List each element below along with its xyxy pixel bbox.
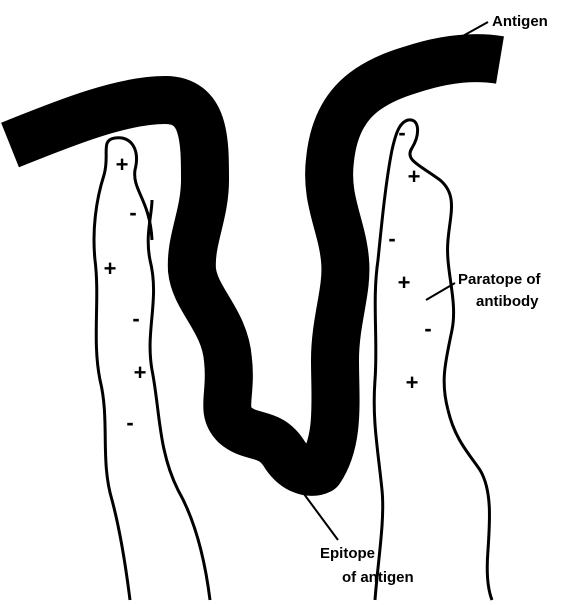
antigen-band xyxy=(10,58,500,472)
left-charge-5: + xyxy=(134,360,147,385)
right-charge-5: - xyxy=(424,316,431,341)
antigen-label: Antigen xyxy=(492,13,548,30)
right-charge-6: + xyxy=(406,370,419,395)
epitope-label-line2: of antigen xyxy=(342,569,414,586)
left-charge-3: + xyxy=(104,256,117,281)
left-charge-2: - xyxy=(129,200,136,225)
paratope-label-line2: antibody xyxy=(476,293,539,310)
left-charge-6: - xyxy=(126,410,133,435)
left-charge-1: + xyxy=(116,152,129,177)
left-charge-4: - xyxy=(132,306,139,331)
right-charge-4: + xyxy=(398,270,411,295)
epitope-label-line1: Epitope xyxy=(320,545,375,562)
right-charge-2: + xyxy=(408,164,421,189)
right-charge-3: - xyxy=(388,226,395,251)
right-antibody-strand-inner xyxy=(374,120,453,600)
epitope-leader-line xyxy=(304,494,338,540)
right-antibody-strand-outer xyxy=(448,410,492,600)
paratope-label-line1: Paratope of xyxy=(458,271,542,288)
right-charge-1: - xyxy=(398,120,405,145)
